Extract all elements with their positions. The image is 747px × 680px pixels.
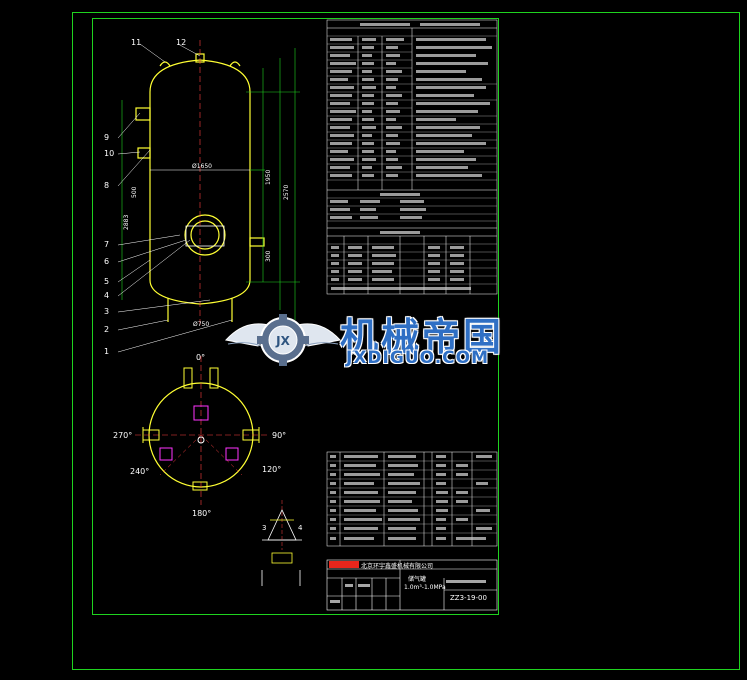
part-label: 12 (176, 38, 186, 47)
watermark-url: JXDIGUO.COM (346, 348, 490, 368)
angle-label: 120° (262, 465, 281, 474)
detail-label: 4 (298, 524, 303, 532)
part-label: 6 (104, 257, 109, 266)
detail-view (261, 500, 302, 586)
title-mark (330, 600, 340, 603)
dim-label: 2570 (283, 185, 290, 200)
angle-label: 240° (130, 467, 149, 476)
parts-list (326, 451, 498, 547)
dim-label: 300 (265, 250, 272, 262)
dim-label: 2883 (123, 215, 130, 230)
part-label: 4 (104, 291, 109, 300)
part-label: 5 (104, 277, 109, 286)
drawing-number: ZZ3-19-00 (450, 594, 487, 602)
dim-label: 1950 (265, 170, 272, 185)
detail-label: 3 (262, 524, 266, 532)
dim-label: 500 (131, 186, 138, 198)
part-label: 7 (104, 240, 109, 249)
outer-frame (72, 12, 740, 670)
detail-labels: 3 4 (262, 524, 303, 532)
logo-mark: JX (275, 334, 290, 348)
part-number-labels: 11 12 9 10 8 7 6 5 4 3 2 1 (104, 38, 186, 356)
part-label: 1 (104, 347, 109, 356)
leader-lines (117, 43, 233, 353)
angle-label: 270° (113, 431, 132, 440)
spec-table (326, 19, 498, 295)
dimension-lines (121, 48, 300, 320)
part-label: 8 (104, 181, 109, 190)
parts-list-rows (327, 460, 497, 534)
part-label: 9 (104, 133, 109, 142)
company-badge (329, 561, 359, 568)
product-model: 1.0m³-1.0MPa (404, 584, 446, 591)
company-name: 北京环宇鑫盛机械有限公司 (361, 563, 434, 570)
part-label: 10 (104, 149, 114, 158)
gear-icon (257, 314, 309, 366)
angle-label: 90° (272, 431, 286, 440)
watermark-title: 机械帝国 (340, 315, 505, 359)
drawing-frame (92, 18, 499, 615)
dim-label: Ø1650 (192, 163, 212, 170)
part-label: 3 (104, 307, 109, 316)
plan-view (135, 356, 270, 505)
spec-table-rows (327, 35, 497, 285)
angle-label: 180° (192, 509, 211, 518)
plan-angles: 0° 90° 120° 180° 240° 270° (113, 353, 286, 518)
part-label: 11 (131, 38, 141, 47)
elevation-view (135, 53, 265, 322)
part-label: 2 (104, 325, 109, 334)
product-name: 储气罐 (408, 576, 427, 583)
title-block-frame (326, 559, 498, 611)
title-mark (446, 580, 486, 583)
watermark-logo: JX (225, 314, 341, 366)
spec-table-text-marks (330, 23, 492, 290)
parts-list-text-marks (330, 455, 492, 540)
title-mark (358, 584, 370, 587)
title-mark (345, 584, 353, 587)
dimension-texts: Ø1650 1950 2570 2883 Ø750 300 500 (123, 163, 290, 328)
angle-label: 0° (196, 353, 205, 362)
dim-label: Ø750 (193, 321, 209, 328)
